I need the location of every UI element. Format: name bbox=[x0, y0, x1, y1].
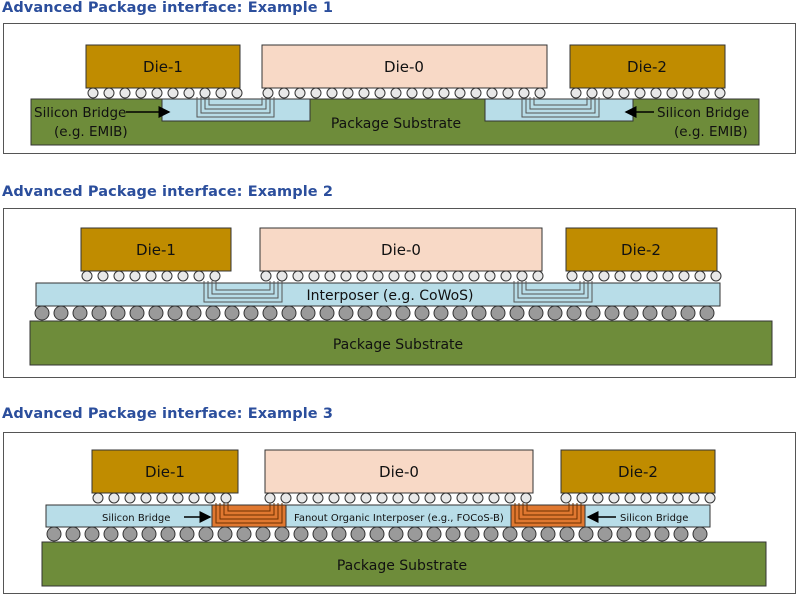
bridge-right-label-1: Silicon Bridge bbox=[657, 105, 749, 121]
die-2 bbox=[569, 44, 726, 89]
bridge-right-label-2: (e.g. EMIB) bbox=[674, 124, 748, 140]
die-0-label: Die-0 bbox=[381, 241, 421, 259]
solder-balls bbox=[46, 526, 708, 542]
package-substrate bbox=[30, 98, 760, 146]
bridge-right-label: Silicon Bridge bbox=[620, 513, 688, 524]
bridge-left-label-1: Silicon Bridge bbox=[34, 105, 126, 121]
die-0 bbox=[259, 227, 543, 272]
package-substrate bbox=[41, 541, 767, 587]
die-0-label: Die-0 bbox=[384, 58, 424, 76]
example-3-diagram: Package Substrate Silicon Bridge Fanout … bbox=[41, 449, 767, 587]
substrate-label: Package Substrate bbox=[333, 337, 463, 353]
die-2-label: Die-2 bbox=[618, 463, 658, 481]
example-2-diagram: Package Substrate Interposer (e.g. CoWoS… bbox=[29, 227, 773, 366]
die-2 bbox=[565, 227, 718, 272]
die-1 bbox=[85, 44, 241, 89]
die-1 bbox=[80, 227, 232, 272]
die-2-label: Die-2 bbox=[621, 241, 661, 259]
die-1-label: Die-1 bbox=[136, 241, 176, 259]
interposer bbox=[35, 282, 721, 307]
die-0 bbox=[264, 449, 534, 494]
solder-balls bbox=[34, 305, 715, 321]
silicon-bridge-left bbox=[161, 97, 311, 122]
example-1-diagram: Package Substrate Die-1 Die-0 Die-2 bbox=[30, 44, 760, 146]
example-2-title: Advanced Package interface: Example 2 bbox=[2, 184, 334, 200]
interposer-label: Interposer (e.g. CoWoS) bbox=[306, 288, 473, 304]
organic-bridge-left bbox=[211, 503, 287, 528]
example-3-frame: Package Substrate Silicon Bridge Fanout … bbox=[3, 432, 796, 594]
example-2-frame: Package Substrate Interposer (e.g. CoWoS… bbox=[3, 208, 796, 378]
die-1-label: Die-1 bbox=[143, 58, 183, 76]
substrate-label: Package Substrate bbox=[337, 558, 467, 574]
die-bumps bbox=[87, 87, 726, 99]
example-1-frame: Package Substrate Die-1 Die-0 Die-2 bbox=[3, 23, 796, 154]
die-2 bbox=[560, 449, 716, 494]
interposer-label: Fanout Organic Interposer (e.g., FOCoS-B… bbox=[294, 513, 504, 524]
example-3-title: Advanced Package interface: Example 3 bbox=[2, 406, 334, 422]
die-bumps bbox=[81, 270, 722, 282]
bridge-left-label-2: (e.g. EMIB) bbox=[54, 124, 128, 140]
silicon-bridge-right bbox=[484, 97, 634, 122]
die-bumps bbox=[92, 492, 716, 504]
die-0 bbox=[261, 44, 548, 89]
organic-bridge-right bbox=[510, 503, 586, 528]
bridge-left-label: Silicon Bridge bbox=[102, 513, 170, 524]
interposer-wiring bbox=[203, 281, 593, 303]
die-1 bbox=[91, 449, 239, 494]
die-2-label: Die-2 bbox=[627, 58, 667, 76]
package-substrate bbox=[29, 320, 773, 366]
die-0-label: Die-0 bbox=[379, 463, 419, 481]
die-1-label: Die-1 bbox=[145, 463, 185, 481]
substrate-label: Package Substrate bbox=[331, 116, 461, 132]
example-1-title: Advanced Package interface: Example 1 bbox=[2, 0, 334, 16]
